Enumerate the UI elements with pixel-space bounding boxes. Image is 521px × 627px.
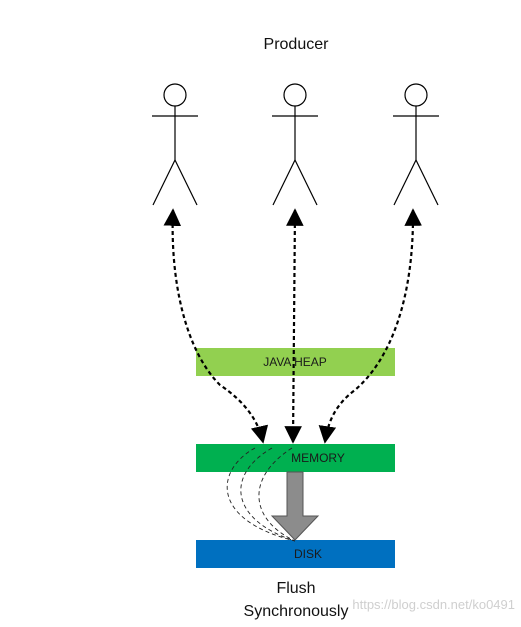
disk-rect [196,540,395,568]
memory-box: MEMORY [196,444,395,472]
producer-title: Producer [264,36,330,53]
memory-label: MEMORY [291,451,345,465]
producer-actor-3 [393,83,439,206]
memory-rect [196,444,395,472]
flush-curve-3 [258,447,296,542]
arrow-producer-3 [318,208,422,444]
actor-head [163,83,187,107]
arrow-producer-1 [163,208,269,444]
java-heap-label: JAVA HEAP [263,355,327,369]
disk-label: DISK [294,547,322,561]
actor-left-leg [152,159,176,206]
actor-right-leg [294,159,318,206]
caption-line-1: Flush [276,580,315,597]
arrow-producer-2 [284,208,304,444]
flush-curve-2 [240,447,296,542]
producer-actor-1 [152,83,198,206]
flush-arrow-icon [270,471,320,541]
producer-arrows [163,208,422,444]
watermark-text: https://blog.csdn.net/ko0491 [352,597,515,612]
java-heap-box: JAVA HEAP [196,348,395,376]
actor-left-leg [393,159,417,206]
disk-box: DISK [196,540,395,568]
actor-right-leg [415,159,439,206]
caption-line-2: Synchronously [244,603,349,620]
flush-curve-1 [226,447,296,542]
flush-curves [226,447,296,542]
actor-left-leg [272,159,296,206]
actor-head [283,83,307,107]
actor-right-leg [174,159,198,206]
actor-head [404,83,428,107]
producer-actor-2 [272,83,318,206]
